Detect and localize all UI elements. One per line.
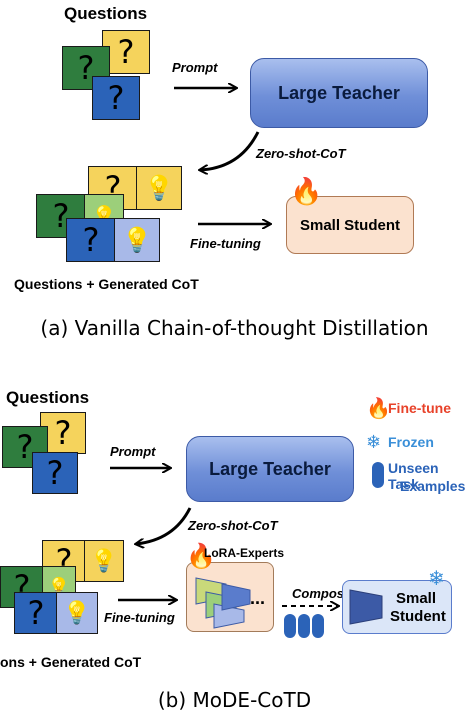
- cot-card-blue-bulb: 💡: [114, 218, 160, 262]
- lora-expert-shapes: [195, 577, 251, 629]
- snowflake-icon: ❄: [366, 432, 382, 452]
- caption-b: (b) MoDE-CoTD: [157, 688, 312, 712]
- flame-icon: 🔥: [186, 543, 216, 570]
- lightbulb-icon: 💡: [122, 226, 152, 254]
- large-teacher-box-a: Large Teacher: [250, 58, 428, 128]
- legend-unseen-line2: Examples: [400, 478, 466, 494]
- question-card-blue: ?: [92, 76, 140, 120]
- legend-unseen-line1: Unseen Task: [388, 460, 439, 492]
- flame-icon: 🔥: [366, 398, 391, 420]
- large-teacher-box-b: Large Teacher: [186, 436, 354, 502]
- question-card-yellow: ?: [102, 30, 150, 74]
- questions-label-a: Questions: [64, 4, 148, 23]
- cot-card-blue-bulb: 💡: [56, 592, 98, 634]
- experts-ellipsis: ...: [250, 588, 266, 608]
- lora-experts-label: LoRA-Experts: [204, 546, 285, 560]
- compose-label: Compose: [292, 586, 352, 601]
- caption-a: (a) Vanilla Chain-of-thought Distillatio…: [40, 316, 429, 340]
- unseen-example-pill: [298, 614, 310, 638]
- prompt-label-a: Prompt: [172, 60, 218, 75]
- unseen-examples-icon: [372, 462, 384, 488]
- zero-shot-arrow-b: [136, 507, 192, 544]
- lora-expert-trapezoid: [221, 583, 251, 611]
- small-student-label-line1: Small: [396, 590, 437, 607]
- snowflake-icon: ❄: [428, 568, 445, 590]
- question-card-green: ?: [62, 46, 110, 90]
- student-model-shape: [349, 589, 383, 625]
- zero-shot-label-b: Zero-shot-CoT: [188, 518, 278, 533]
- zero-shot-arrow-a: [200, 131, 260, 170]
- lightbulb-icon: 💡: [144, 174, 174, 202]
- cot-card-blue: ?: [66, 218, 116, 262]
- generated-cot-label-a: Questions + Generated CoT: [14, 276, 199, 292]
- finetuning-label-b: Fine-tuning: [104, 610, 175, 625]
- generated-cot-label-b: ons + Generated CoT: [0, 654, 142, 670]
- lightbulb-icon: 💡: [63, 600, 91, 626]
- unseen-example-pill: [284, 614, 296, 638]
- questions-label-b: Questions: [6, 388, 90, 407]
- zero-shot-label-a: Zero-shot-CoT: [256, 146, 346, 161]
- flame-icon: 🔥: [290, 176, 323, 206]
- cot-card-yellow-bulb: 💡: [84, 540, 124, 582]
- unseen-example-pill: [312, 614, 324, 638]
- small-student-box-a: Small Student: [286, 196, 414, 254]
- cot-card-blue: ?: [14, 592, 58, 634]
- prompt-label-b: Prompt: [110, 444, 156, 459]
- lightbulb-icon: 💡: [90, 548, 118, 574]
- legend-finetune: Fine-tune: [388, 400, 451, 416]
- cot-card-yellow-bulb: 💡: [136, 166, 182, 210]
- legend-frozen: Frozen: [388, 434, 434, 450]
- finetuning-label-a: Fine-tuning: [190, 236, 261, 251]
- small-student-label-line2: Student: [390, 608, 446, 625]
- question-card-blue: ?: [32, 452, 78, 494]
